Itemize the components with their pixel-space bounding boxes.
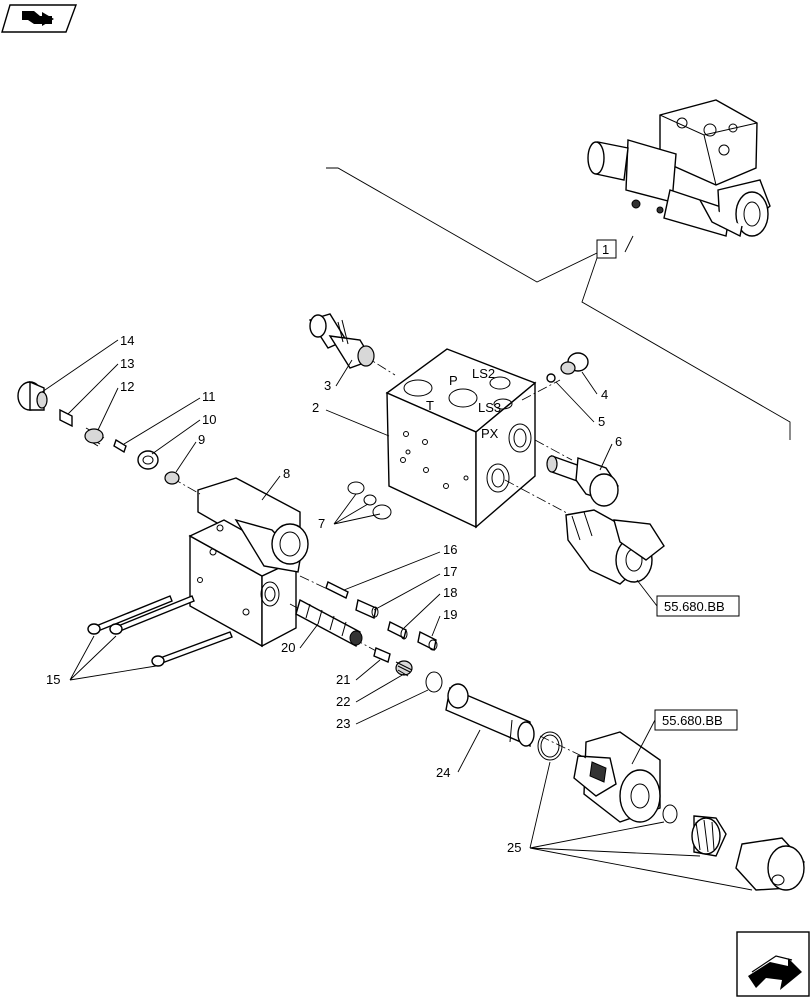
part-18-plug — [387, 620, 408, 640]
reference-box-upper[interactable]: 55.680.BB — [656, 595, 740, 617]
part-23-oring — [425, 671, 443, 693]
port-t-mark: T — [426, 398, 434, 413]
main-valve-block: T P LS2 LS3 PX — [385, 348, 537, 529]
part-20-spool — [295, 598, 363, 648]
callout-7: 7 — [318, 516, 325, 531]
part-21-washer — [373, 647, 391, 663]
callout-3: 3 — [324, 378, 331, 393]
part-16-pin — [325, 581, 349, 599]
part-5-ball — [546, 373, 556, 383]
callout-1-label: 1 — [602, 242, 609, 257]
part-22-spring — [395, 660, 413, 677]
port-px-mark: PX — [481, 426, 499, 441]
callout-17: 17 — [443, 564, 457, 579]
callout-1: 1 — [596, 239, 617, 259]
port-p-mark: P — [449, 373, 458, 388]
book-arrow-icon[interactable] — [1, 4, 78, 33]
callout-4: 4 — [601, 387, 608, 402]
callout-11: 11 — [202, 389, 216, 404]
part-3-cartridge — [308, 313, 375, 369]
callout-10: 10 — [202, 412, 216, 427]
part-24-tube — [445, 683, 535, 748]
callout-8: 8 — [283, 466, 290, 481]
part-9-poppet — [164, 471, 180, 485]
next-page-arrow-icon[interactable] — [736, 931, 810, 997]
callout-21: 21 — [336, 672, 350, 687]
left-plug-stack — [17, 380, 180, 485]
part-8-valve-body — [188, 477, 309, 648]
part-4-plug — [560, 352, 589, 375]
part-17-sleeve — [355, 599, 379, 619]
callout-2: 2 — [312, 400, 319, 415]
part-25-kit — [537, 731, 805, 891]
reference-upper-label: 55.680.BB — [664, 599, 725, 614]
port-ls2-mark: LS2 — [472, 366, 495, 381]
assembled-valve-illustration — [587, 99, 771, 238]
part-11-pin — [113, 438, 127, 454]
callout-6: 6 — [615, 434, 622, 449]
part-10-seat — [137, 450, 159, 470]
callout-18: 18 — [443, 585, 457, 600]
callout-16: 16 — [443, 542, 457, 557]
callout-labels: 3 2 4 5 6 7 8 9 10 11 12 13 14 15 16 17 … — [41, 333, 753, 891]
callout-15: 15 — [46, 672, 60, 687]
callout-25: 25 — [507, 840, 521, 855]
part-12-spring — [84, 427, 105, 447]
part-7-orings — [347, 481, 392, 520]
part-15-bolts — [87, 595, 233, 667]
callout-22: 22 — [336, 694, 350, 709]
reference-lower-label: 55.680.BB — [662, 713, 723, 728]
part-19-cap — [417, 630, 438, 652]
upper-solenoid-coil — [565, 509, 665, 585]
callout-24: 24 — [436, 765, 450, 780]
reference-box-lower[interactable]: 55.680.BB — [654, 709, 738, 731]
callout-13: 13 — [120, 356, 134, 371]
port-ls3-mark: LS3 — [478, 400, 501, 415]
callout-9: 9 — [198, 432, 205, 447]
callout-23: 23 — [336, 716, 350, 731]
callout-12: 12 — [120, 379, 134, 394]
part-6-relief-valve — [546, 455, 619, 507]
callout-14: 14 — [120, 333, 134, 348]
callout-5: 5 — [598, 414, 605, 429]
callout-19: 19 — [443, 607, 457, 622]
callout-20: 20 — [281, 640, 295, 655]
